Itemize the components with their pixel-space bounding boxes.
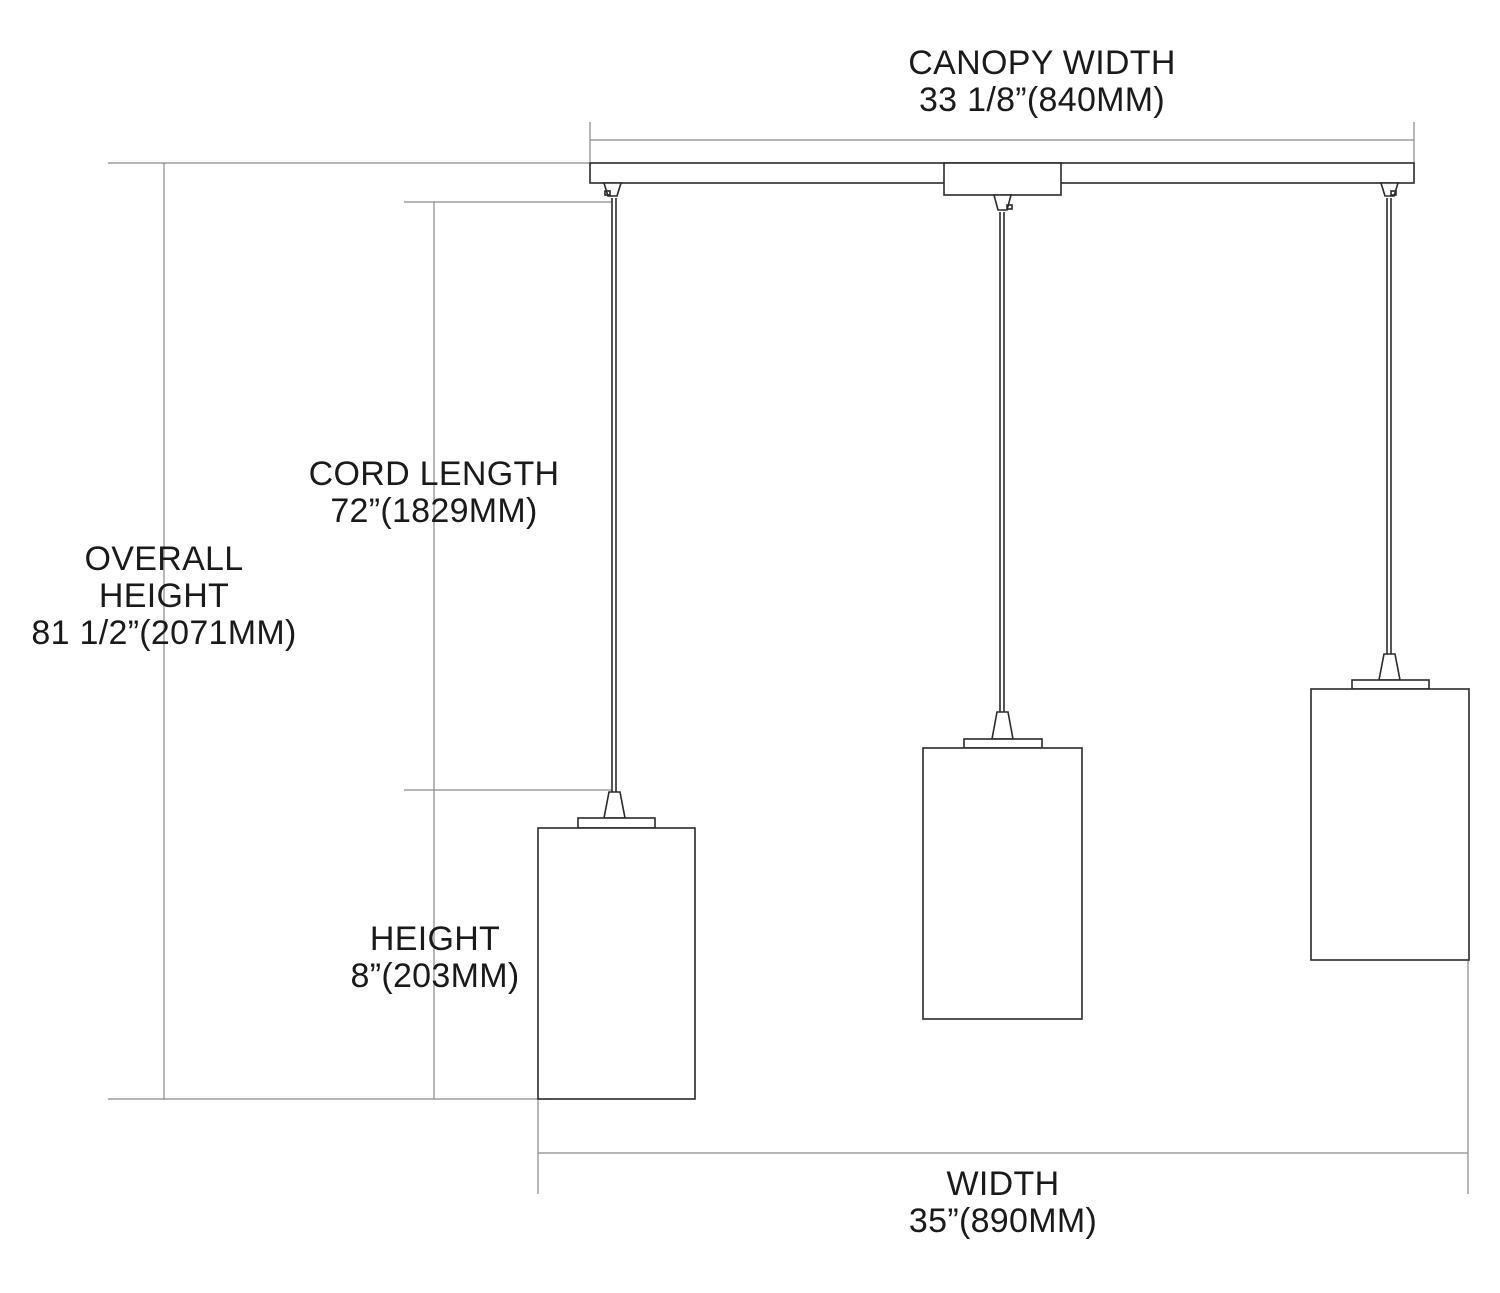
overall-height-title-line2: HEIGHT bbox=[98, 577, 230, 615]
pendant-right bbox=[1310, 182, 1470, 961]
height-label: HEIGHT 8”(203MM) bbox=[285, 921, 585, 995]
cord-length-title: CORD LENGTH bbox=[308, 455, 560, 493]
width-title: WIDTH bbox=[946, 1165, 1060, 1203]
pendant-middle bbox=[922, 194, 1083, 1020]
canopy-width-value: 33 1/8”(840MM) bbox=[918, 81, 1166, 119]
overall-height-value: 81 1/2”(2071MM) bbox=[31, 614, 297, 652]
pendant-left bbox=[537, 182, 696, 1100]
canopy-bar bbox=[589, 162, 1415, 196]
cord-length-value: 72”(1829MM) bbox=[330, 492, 538, 530]
overall-height-title-line1: OVERALL bbox=[84, 540, 244, 578]
width-label: WIDTH 35”(890MM) bbox=[803, 1166, 1203, 1240]
width-dimension bbox=[537, 958, 1469, 1194]
width-value: 35”(890MM) bbox=[908, 1202, 1098, 1240]
canopy-width-title: CANOPY WIDTH bbox=[908, 44, 1176, 82]
height-title: HEIGHT bbox=[369, 920, 501, 958]
overall-height-dimension bbox=[108, 162, 592, 1100]
overall-height-label: OVERALL HEIGHT 81 1/2”(2071MM) bbox=[4, 541, 324, 652]
cord-length-dimension bbox=[404, 201, 612, 1099]
canopy-width-label: CANOPY WIDTH 33 1/8”(840MM) bbox=[842, 45, 1242, 119]
cord-length-label: CORD LENGTH 72”(1829MM) bbox=[234, 456, 634, 530]
height-value: 8”(203MM) bbox=[350, 957, 520, 995]
canopy-width-dimension bbox=[589, 122, 1415, 162]
